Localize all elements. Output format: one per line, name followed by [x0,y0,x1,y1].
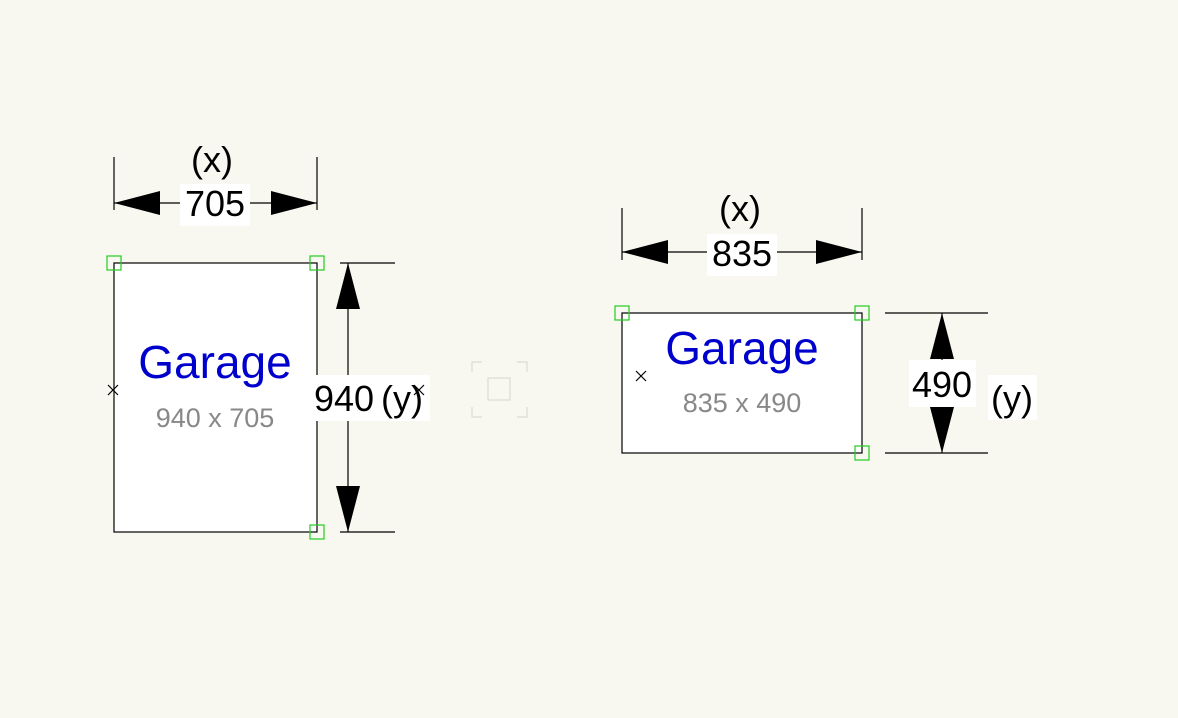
y-dimension-value[interactable]: 940 [314,378,374,419]
shape-size-label: 835 x 490 [683,388,802,418]
arrow-right-icon [816,240,862,264]
arrow-up-icon [336,263,360,309]
y-axis-label: (y) [381,378,423,419]
arrow-down-icon [930,407,954,453]
arrow-down-icon [336,486,360,532]
x-axis-label: (x) [719,188,761,229]
x-dimension-value[interactable]: 835 [712,233,772,274]
arrow-left-icon [622,240,668,264]
marker-icon [413,384,425,396]
center-marker-icon [635,370,647,382]
arrow-left-icon [114,191,160,215]
garage-shape-1[interactable]: Garage 940 x 705 [106,255,325,540]
y-dimension-value[interactable]: 490 [912,364,972,405]
x-dimension-1[interactable]: 705 (x) [113,139,318,226]
x-dimension-value[interactable]: 705 [185,183,245,224]
y-axis-label: (y) [991,378,1033,419]
shape-title: Garage [665,322,818,374]
resize-handle[interactable] [309,255,325,271]
shape-size-label: 940 x 705 [156,403,275,433]
arrow-up-icon [930,313,954,359]
resize-handle[interactable] [854,305,870,321]
x-axis-label: (x) [191,139,233,180]
resize-handle[interactable] [854,445,870,461]
x-dimension-2[interactable]: 835 (x) [621,188,863,276]
y-dimension-2[interactable]: 490 (y) [885,312,1037,454]
garage-rect[interactable] [621,312,863,454]
arrow-right-icon [271,191,317,215]
center-marker-icon [107,384,119,396]
resize-handle[interactable] [309,524,325,540]
resize-handle[interactable] [614,305,630,321]
garage-rect[interactable] [113,262,318,533]
resize-handle[interactable] [106,255,122,271]
garage-shape-2[interactable]: Garage 835 x 490 [614,305,870,461]
y-dimension-1[interactable]: 940 (y) [313,262,430,533]
snap-target-icon [471,361,528,418]
shape-title: Garage [138,336,291,388]
